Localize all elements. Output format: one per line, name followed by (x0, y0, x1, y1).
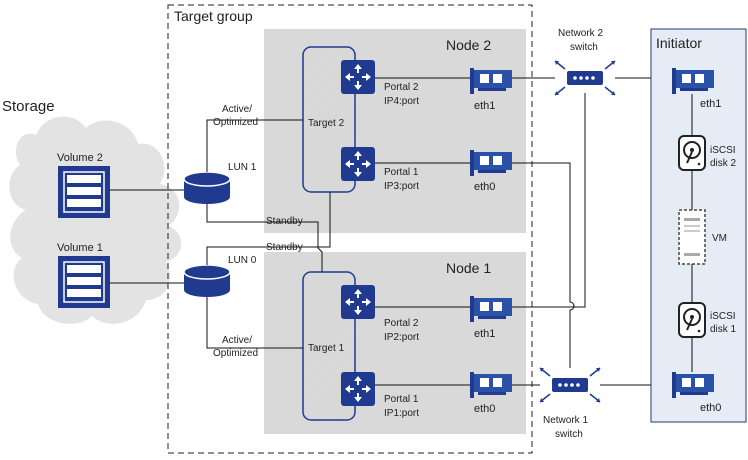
active-optimized-top-2: Optimized (213, 117, 258, 128)
lun0-label: LUN 0 (228, 255, 257, 266)
network-switch-icon (539, 367, 601, 403)
wire-lun0-target2-standby (206, 192, 331, 265)
node2-eth0-label: eth0 (474, 181, 495, 193)
node2-title: Node 2 (446, 37, 491, 53)
storage-volume-icon (57, 255, 111, 309)
disk-drive-icon (678, 302, 706, 338)
wire-lun1-target1-standby (206, 204, 323, 272)
router-icon (340, 371, 376, 407)
standby-2: Standby (266, 242, 303, 253)
node1-portal1-line1: Portal 1 (384, 394, 419, 405)
vm-label: VM (712, 233, 727, 244)
target-group-box (167, 4, 533, 454)
initiator-eth1-label: eth1 (700, 98, 721, 110)
node2-portal1-line1: Portal 1 (384, 167, 419, 178)
active-optimized-bottom-2: Optimized (213, 348, 258, 359)
iscsi-disk1-line2: disk 1 (710, 324, 737, 335)
node1-portal2-line2: IP2:port (384, 332, 419, 343)
node2-portal2-line1: Portal 2 (384, 82, 419, 93)
router-icon (340, 146, 376, 182)
active-optimized-bottom-1: Active/ (222, 335, 252, 346)
volume2-label: Volume 2 (57, 152, 103, 164)
node1-eth0-label: eth0 (474, 403, 495, 415)
cloud-icon (9, 116, 182, 324)
storage-cloud (9, 116, 182, 324)
lun-cylinder-icon (183, 264, 231, 298)
node1-eth1-label: eth1 (474, 328, 495, 340)
storage-label: Storage (2, 98, 55, 115)
wire-lun0-target1 (206, 297, 303, 349)
lun-cylinder-icon (183, 171, 231, 205)
iscsi-disk2-line1: iSCSI (710, 145, 736, 156)
node1-portal2-line1: Portal 2 (384, 318, 419, 329)
standby-1: Standby (266, 216, 303, 227)
disk-drive-icon (678, 135, 706, 171)
network2-label-line2: switch (570, 42, 598, 53)
wire-lun1-target2 (206, 119, 303, 172)
router-icon (340, 59, 376, 95)
node2-eth1-label: eth1 (474, 100, 495, 112)
iscsi-disk2-line2: disk 2 (710, 158, 737, 169)
lun1-label: LUN 1 (228, 162, 257, 173)
initiator-label: Initiator (656, 35, 702, 51)
target-group-label: Target group (174, 8, 253, 24)
network-switch-icon (554, 60, 616, 96)
vm-server-icon (678, 209, 706, 265)
router-icon (340, 284, 376, 320)
volume1-label: Volume 1 (57, 242, 103, 254)
storage-volume-icon (57, 165, 111, 219)
initiator-eth0-label: eth0 (700, 402, 721, 414)
target1-label: Target 1 (308, 343, 345, 354)
wire-net2-n1eth1 (512, 93, 586, 308)
network1-label-line2: switch (555, 429, 583, 440)
node2-portal2-line2: IP4:port (384, 96, 419, 107)
node1-portal1-line2: IP1:port (384, 408, 419, 419)
wire-n2eth0-net1 (512, 162, 575, 368)
network1-label-line1: Network 1 (543, 415, 588, 426)
iscsi-disk1-line1: iSCSI (710, 311, 736, 322)
active-optimized-top-1: Active/ (222, 104, 252, 115)
node1-title: Node 1 (446, 260, 491, 276)
network2-label-line1: Network 2 (558, 28, 603, 39)
node2-portal1-line2: IP3:port (384, 181, 419, 192)
target2-label: Target 2 (308, 118, 345, 129)
